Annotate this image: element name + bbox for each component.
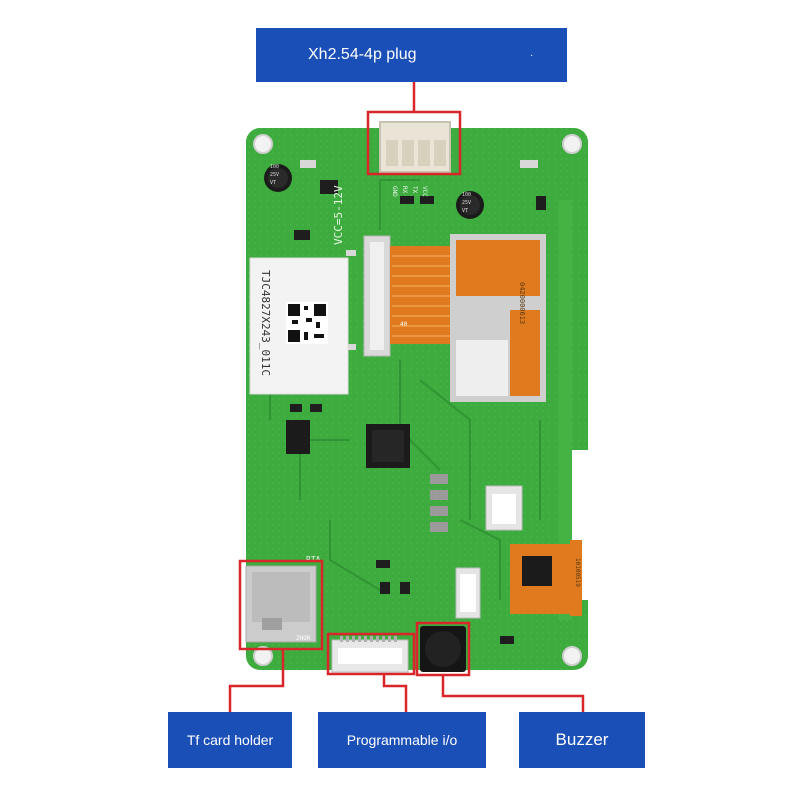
mounting-hole bbox=[253, 134, 273, 154]
silkscreen-vcc: VCC=5-12V bbox=[332, 185, 345, 245]
silkscreen-pins: GND RX TX VCC bbox=[391, 186, 428, 197]
tf-card-holder: ZHOR bbox=[245, 565, 317, 643]
label-programmable-io-text: Programmable i/o bbox=[346, 732, 458, 748]
pin-label-tx: TX bbox=[411, 186, 418, 194]
pin-label-rx: RX bbox=[401, 186, 408, 194]
near-tf-mark: RTA bbox=[306, 555, 321, 564]
label-plug: Xh2.54-4p plug . bbox=[256, 28, 567, 82]
fpc-marking: 0420000613 bbox=[518, 282, 526, 324]
programmable-io-connector bbox=[331, 636, 409, 673]
xh-4p-connector bbox=[379, 121, 451, 173]
leader-lines bbox=[228, 82, 585, 712]
highlight-programmable-io bbox=[326, 632, 416, 676]
cap-text: VT bbox=[462, 208, 468, 214]
mounting-hole bbox=[562, 646, 582, 666]
highlight-tf-card bbox=[238, 559, 324, 651]
tf-silk: ZHOR bbox=[296, 635, 311, 642]
leader-tf-card bbox=[228, 649, 285, 712]
label-buzzer-text: Buzzer bbox=[555, 730, 609, 749]
pin-label-vcc: VCC bbox=[421, 186, 428, 197]
lcd-panel-back: 0420000613 bbox=[450, 234, 546, 402]
pin-label-gnd: GND bbox=[391, 186, 398, 197]
flash-chip bbox=[286, 420, 310, 454]
leader-programmable-io bbox=[382, 674, 408, 712]
cap-text: 25V bbox=[270, 172, 279, 178]
touch-fpc: 10100519 bbox=[510, 540, 582, 616]
capacitor-left: 100 25V VT bbox=[264, 164, 292, 192]
mcu-chip bbox=[366, 424, 410, 468]
label-plug-mark: . bbox=[530, 48, 533, 59]
label-tf-card-text: Tf card holder bbox=[186, 732, 274, 748]
touch-fpc-marking: 10100519 bbox=[574, 558, 581, 587]
side-connector bbox=[455, 567, 481, 619]
label-plug-text: Xh2.54-4p plug bbox=[308, 46, 417, 63]
label-programmable-io: Programmable i/o bbox=[318, 712, 486, 768]
buzzer-component bbox=[420, 626, 466, 672]
leader-buzzer bbox=[441, 675, 585, 712]
mounting-hole bbox=[253, 646, 273, 666]
board-edge-strip bbox=[558, 200, 572, 620]
sticker-text: TJC4827X243_011C bbox=[259, 270, 272, 376]
qr-code-icon bbox=[286, 302, 328, 344]
cap-text: 100 bbox=[462, 192, 471, 198]
cap-text: 100 bbox=[270, 164, 279, 170]
lcd-fpc-connector bbox=[363, 235, 391, 357]
label-tf-card: Tf card holder bbox=[168, 712, 292, 768]
capacitor-right: 100 25V VT bbox=[456, 191, 484, 219]
label-buzzer: Buzzer bbox=[519, 712, 645, 768]
mounting-hole bbox=[562, 134, 582, 154]
fpc-pin-label: 40 bbox=[400, 321, 408, 328]
cap-text: VT bbox=[270, 180, 276, 186]
cap-text: 25V bbox=[462, 200, 471, 206]
mounting-holes bbox=[253, 134, 582, 666]
serial-sticker: TJC4827X243_011C bbox=[249, 257, 349, 395]
smd-components bbox=[290, 160, 546, 644]
small-fpc-connector bbox=[485, 485, 523, 531]
